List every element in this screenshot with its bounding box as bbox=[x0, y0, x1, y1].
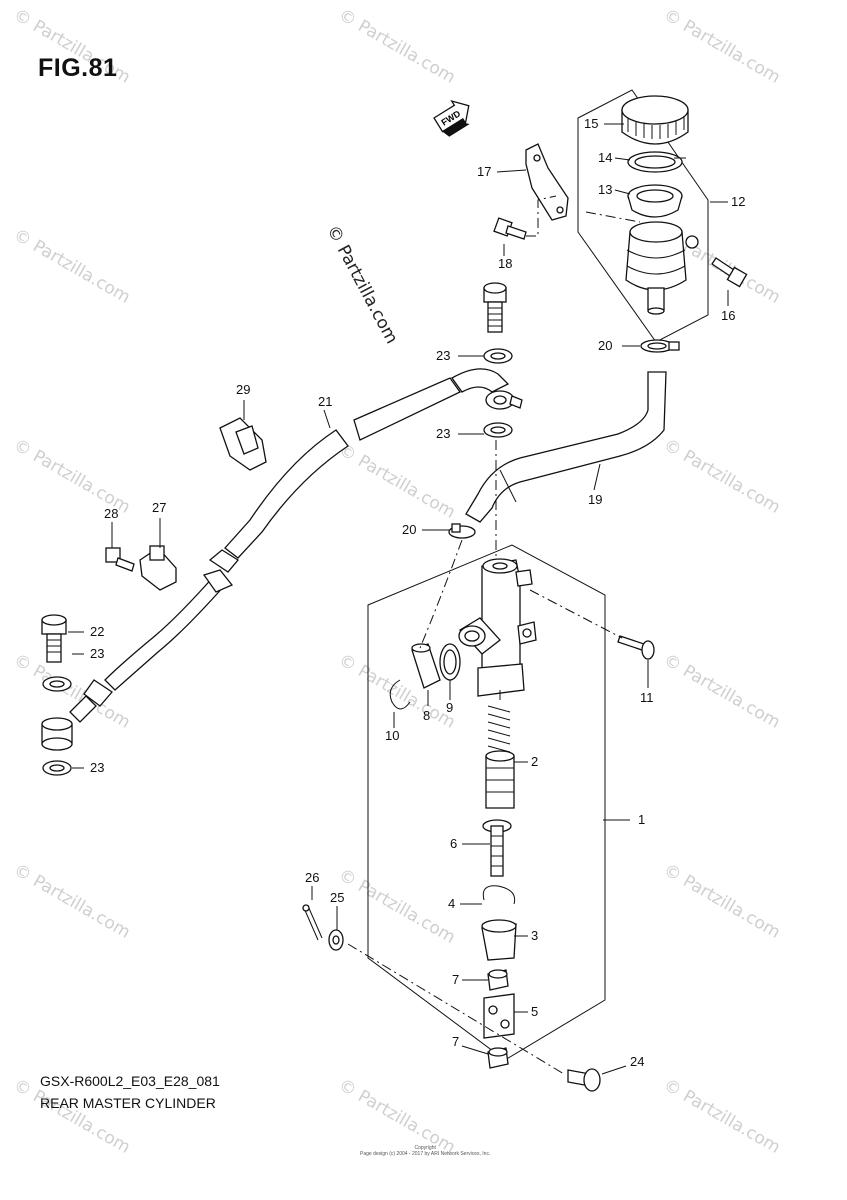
assembly-name: REAR MASTER CYLINDER bbox=[40, 1095, 216, 1111]
callout-23b: 23 bbox=[436, 426, 450, 441]
callout-23c: 23 bbox=[90, 646, 104, 661]
callout-1: 1 bbox=[638, 812, 645, 827]
callout-6: 6 bbox=[450, 836, 457, 851]
copyright-notice: Copyright Page design (c) 2004 - 2017 by… bbox=[360, 1145, 490, 1157]
callout-13: 13 bbox=[598, 182, 612, 197]
callout-11: 11 bbox=[640, 690, 654, 705]
washer-middle bbox=[483, 422, 513, 438]
master-cylinder-body bbox=[458, 558, 537, 697]
washer-upper bbox=[483, 348, 513, 364]
inlet-nozzle-8 bbox=[411, 643, 441, 689]
bracket-bolt bbox=[493, 217, 527, 240]
callout-27: 27 bbox=[152, 500, 166, 515]
nut-upper bbox=[487, 969, 509, 991]
boot bbox=[481, 919, 517, 961]
leader-lines bbox=[68, 123, 729, 1075]
callout-2: 2 bbox=[531, 754, 538, 769]
callout-16: 16 bbox=[721, 308, 735, 323]
callout-29: 29 bbox=[236, 382, 250, 397]
circlip-10 bbox=[389, 679, 411, 710]
callout-7b: 7 bbox=[452, 1034, 459, 1049]
hose-clip-20-upper bbox=[640, 339, 680, 353]
clevis-pin-24 bbox=[567, 1068, 601, 1092]
washer-25 bbox=[328, 929, 344, 951]
callout-23d: 23 bbox=[90, 760, 104, 775]
copyright-line-2: Page design (c) 2004 - 2017 by ARI Netwo… bbox=[360, 1151, 491, 1157]
callout-17: 17 bbox=[477, 164, 491, 179]
reservoir-body bbox=[625, 221, 699, 315]
clevis bbox=[483, 993, 515, 1039]
reservoir-hose-19 bbox=[465, 371, 667, 523]
hose-clamp-29 bbox=[219, 417, 267, 471]
callout-19: 19 bbox=[588, 492, 602, 507]
callout-12: 12 bbox=[731, 194, 745, 209]
callout-20b: 20 bbox=[402, 522, 416, 537]
callout-24: 24 bbox=[630, 1054, 644, 1069]
master-cylinder-box bbox=[367, 544, 606, 1061]
callout-10: 10 bbox=[385, 728, 399, 743]
nut-lower bbox=[487, 1047, 509, 1069]
callout-14: 14 bbox=[598, 150, 612, 165]
washer-left bbox=[42, 676, 72, 692]
callout-15: 15 bbox=[584, 116, 598, 131]
reservoir-box bbox=[577, 89, 709, 343]
callout-8: 8 bbox=[423, 708, 430, 723]
copyright-line-1: Copyright bbox=[414, 1145, 436, 1151]
piston-spring bbox=[485, 705, 515, 809]
banjo-fitting-left bbox=[41, 717, 73, 751]
model-code: GSX-R600L2_E03_E28_081 bbox=[40, 1073, 220, 1089]
callout-7a: 7 bbox=[452, 972, 459, 987]
callout-9: 9 bbox=[446, 700, 453, 715]
screw-11 bbox=[617, 635, 655, 660]
circlip-4 bbox=[482, 885, 516, 905]
callout-26: 26 bbox=[305, 870, 319, 885]
reservoir-bolt bbox=[711, 257, 748, 288]
callout-21: 21 bbox=[318, 394, 332, 409]
callout-22: 22 bbox=[90, 624, 104, 639]
banjo-bolt-lower bbox=[41, 614, 67, 663]
callout-5: 5 bbox=[531, 1004, 538, 1019]
diaphragm-plate bbox=[627, 151, 683, 173]
callout-23a: 23 bbox=[436, 348, 450, 363]
banjo-bolt-upper bbox=[483, 282, 507, 333]
push-rod bbox=[482, 819, 512, 877]
callout-28: 28 bbox=[104, 506, 118, 521]
o-ring-9 bbox=[439, 643, 461, 681]
washer-bottom-left bbox=[42, 760, 72, 776]
reservoir-cap bbox=[621, 95, 689, 145]
hose-clamp-27 bbox=[139, 545, 177, 591]
hose-clip-20-lower bbox=[448, 523, 476, 539]
callout-20a: 20 bbox=[598, 338, 612, 353]
callout-4: 4 bbox=[448, 896, 455, 911]
callout-3: 3 bbox=[531, 928, 538, 943]
reservoir-bracket bbox=[525, 143, 569, 221]
clamp-bolt-28 bbox=[105, 547, 135, 572]
cotter-pin-26 bbox=[302, 904, 323, 941]
brake-hose-21 bbox=[69, 368, 523, 723]
fwd-arrow-icon: FWD bbox=[433, 99, 470, 137]
callout-25: 25 bbox=[330, 890, 344, 905]
callout-18: 18 bbox=[498, 256, 512, 271]
diaphragm bbox=[627, 184, 683, 218]
figure-title: FIG.81 bbox=[38, 54, 118, 82]
